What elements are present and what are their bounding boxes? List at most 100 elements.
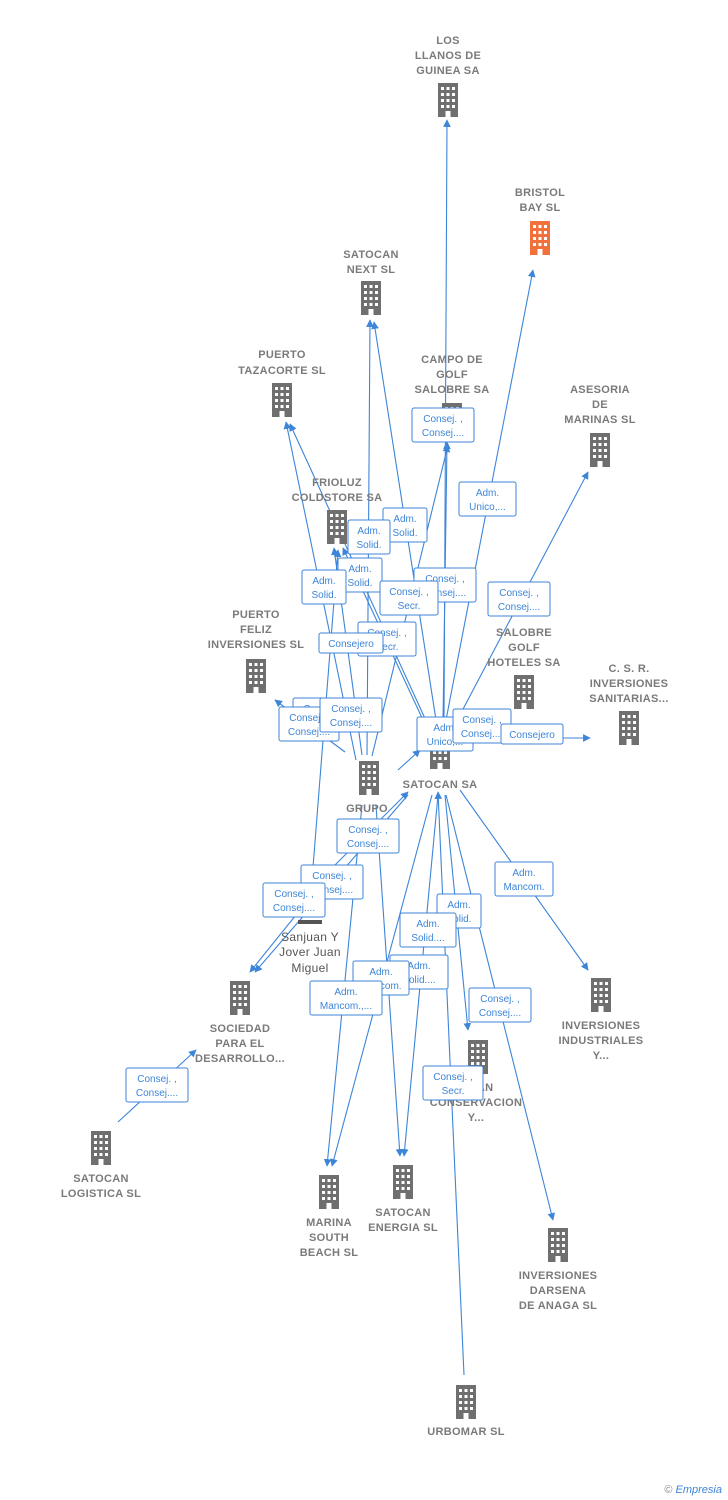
role-box-r28[interactable]: Consej. ,Consej....: [125, 1067, 189, 1103]
node-inv-industriales[interactable]: INVERSIONESINDUSTRIALESY...: [559, 978, 644, 1062]
node-label-line: INDUSTRIALES: [559, 1035, 644, 1047]
role-box-r5[interactable]: Adm.Solid.: [337, 557, 383, 593]
edge-sanjuan-to-sociedad: [249, 909, 301, 973]
role-box-r11[interactable]: Consejero: [318, 632, 384, 654]
role-box-r8[interactable]: Consej. ,Secr.: [379, 580, 439, 616]
role-text: Solid....: [411, 933, 444, 944]
role-text: Consej. ,: [462, 715, 501, 726]
node-csr[interactable]: C. S. R. INVERSIONES SANITARIAS...: [589, 663, 668, 745]
role-box-frame: [309, 980, 383, 1016]
role-box-frame: [399, 912, 457, 948]
building-icon: [361, 281, 381, 315]
role-box-frame: [336, 818, 400, 854]
role-text: Mancom.,...: [320, 1001, 372, 1012]
building-icon: [327, 510, 347, 544]
node-label-line: GOLF: [436, 369, 468, 381]
node-label-line: Y...: [468, 1112, 485, 1124]
building-icon: [393, 1165, 413, 1199]
role-text: Consej....: [330, 718, 372, 729]
role-text: Adm.: [416, 919, 439, 930]
building-icon: [319, 1175, 339, 1209]
role-box-r17[interactable]: Consejero: [500, 723, 564, 745]
node-label-line: SALOBRE: [496, 627, 552, 639]
role-box-frame: [262, 882, 326, 918]
role-text: Adm.: [447, 900, 470, 911]
role-box-r27[interactable]: Consej. ,Consej....: [468, 987, 532, 1023]
role-text: Consej. ,: [499, 588, 538, 599]
building-icon: [438, 83, 458, 117]
node-urbomar[interactable]: URBOMAR SL: [427, 1385, 505, 1438]
role-box-frame: [319, 697, 383, 733]
role-box-frame: [411, 407, 475, 443]
building-icon: [514, 675, 534, 709]
role-box-r2[interactable]: Adm.Unico,...: [458, 481, 517, 517]
node-label-line: Y...: [593, 1050, 610, 1062]
role-text: Adm.: [512, 868, 535, 879]
role-box-frame: [318, 632, 384, 654]
role-box-r16[interactable]: Consej. ,Consej....: [452, 708, 512, 744]
node-sociedad[interactable]: SOCIEDAD PARA EL DESARROLLO...: [195, 981, 285, 1065]
node-label-line: FELIZ: [240, 624, 272, 636]
role-box-frame: [125, 1067, 189, 1103]
node-satocan-logistica[interactable]: SATOCAN LOGISTICA SL: [61, 1131, 141, 1200]
role-box-r26[interactable]: Adm.Mancom.,...: [309, 980, 383, 1016]
role-text: Consej. ,: [312, 871, 351, 882]
role-box-r18[interactable]: Consej. ,Consej....: [336, 818, 400, 854]
role-text: Solid.: [356, 540, 381, 551]
role-text: Consej....: [498, 602, 540, 613]
role-text: Secr.: [398, 601, 421, 612]
brand-name: Empresia: [675, 1484, 722, 1496]
node-label-line: SOUTH: [309, 1232, 349, 1244]
role-text: Consejero: [328, 639, 374, 650]
role-box-frame: [422, 1065, 484, 1101]
role-box-r14[interactable]: Consej. ,Consej....: [319, 697, 383, 733]
role-text: Solid.: [446, 914, 471, 925]
role-text: Unico,...: [427, 737, 464, 748]
building-icon: [591, 978, 611, 1012]
node-label-line: C. S. R.: [609, 663, 650, 675]
building-icon: [230, 981, 250, 1015]
role-box-r29[interactable]: Consej. ,Secr.: [422, 1065, 484, 1101]
node-label-line: SATOCAN: [375, 1207, 430, 1219]
node-label-line: SOCIEDAD: [210, 1023, 270, 1035]
role-box-r21[interactable]: Adm.Mancom.: [494, 861, 554, 897]
node-label-line: PARA EL: [215, 1038, 264, 1050]
footer-brand[interactable]: ©Empresia: [664, 1484, 722, 1496]
node-label-line: LOGISTICA SL: [61, 1188, 141, 1200]
role-text: Adm.: [476, 488, 499, 499]
node-label-line: DESARROLLO...: [195, 1053, 285, 1065]
node-label-line: CAMPO DE: [421, 354, 483, 366]
role-box-r4[interactable]: Adm.Solid.: [347, 519, 391, 555]
node-label-line: SATOCAN: [73, 1173, 128, 1185]
node-label-line: BRISTOL: [515, 187, 565, 199]
node-label-line: DARSENA: [530, 1285, 587, 1297]
node-label-line: SANITARIAS...: [589, 693, 668, 705]
node-label-line: GOLF: [508, 642, 540, 654]
node-satocan-sa[interactable]: SATOCAN SA: [403, 735, 478, 791]
role-box-r9[interactable]: Consej. , Consej....: [487, 581, 551, 617]
role-text: Consej. ,: [348, 825, 387, 836]
role-box-frame: [347, 519, 391, 555]
role-box-r1[interactable]: Consej. ,Consej....: [411, 407, 475, 443]
node-label-line: DE ANAGA SL: [519, 1300, 597, 1312]
node-label-line: INVERSIONES: [590, 678, 669, 690]
role-box-r20[interactable]: Consej. ,Consej....: [262, 882, 326, 918]
node-label-line: INVERSIONES SL: [208, 639, 305, 651]
role-text: Consej....: [136, 1088, 178, 1099]
role-box-r23[interactable]: Adm. Solid....: [399, 912, 457, 948]
role-box-r6[interactable]: Adm.Solid.: [301, 569, 347, 605]
